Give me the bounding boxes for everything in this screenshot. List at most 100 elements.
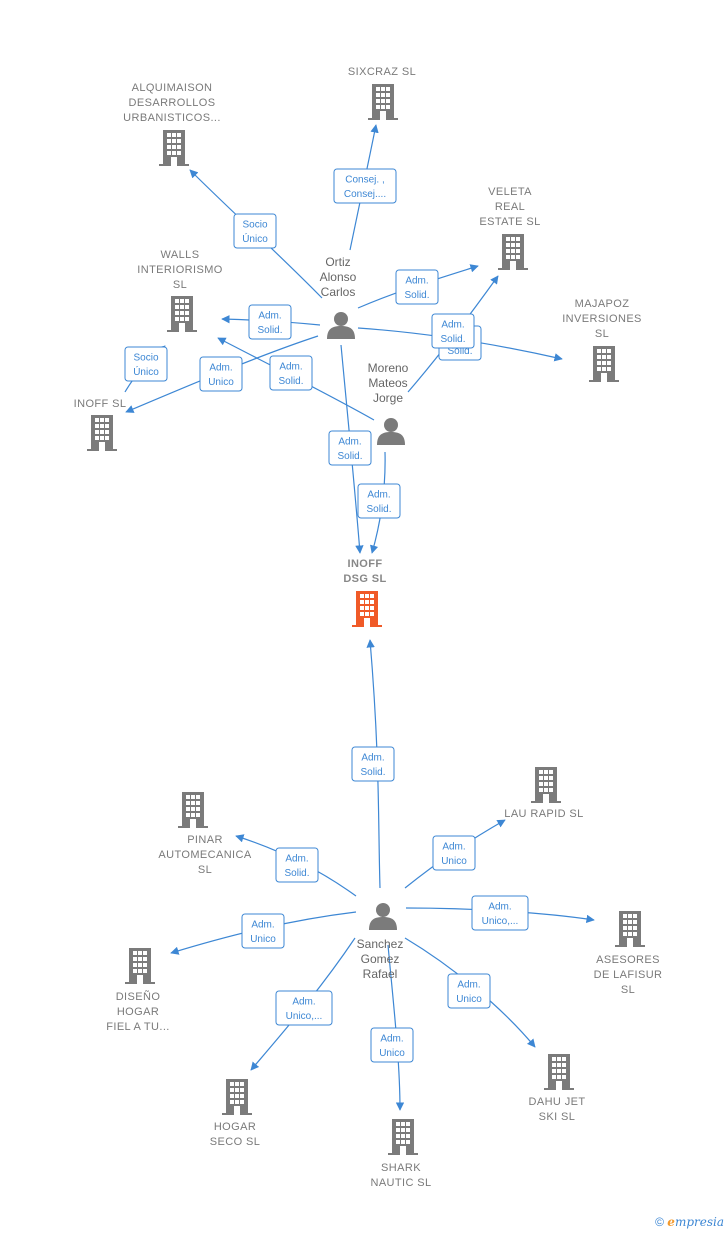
- company-label: ASESORES: [596, 954, 660, 966]
- company-node-sixcraz[interactable]: SIXCRAZ SL: [348, 66, 416, 120]
- relation-badge-moreno-walls[interactable]: Adm.Solid.: [269, 355, 313, 391]
- relation-badge-box: [275, 847, 319, 883]
- company-label: REAL: [495, 201, 525, 213]
- company-label: SL: [595, 328, 609, 340]
- company-node-inoff[interactable]: INOFF SL: [74, 398, 127, 451]
- relation-badge-text: Unico: [441, 856, 467, 867]
- empresia-logo-text: mpresia: [674, 1215, 724, 1229]
- relation-badge-sanchez-pinar[interactable]: Adm.Solid.: [275, 847, 319, 883]
- building-icon: [352, 591, 382, 627]
- company-label: INOFF SL: [74, 398, 127, 410]
- company-label: SKI SL: [539, 1111, 576, 1123]
- relation-badge-text: Adm.: [457, 979, 480, 990]
- person-label: Alonso: [320, 270, 357, 284]
- relation-badge-sanchez-laurapid[interactable]: Adm. Unico: [432, 835, 476, 871]
- building-icon: [125, 948, 155, 984]
- relation-badge-ortiz-walls[interactable]: Adm. Solid.: [248, 304, 292, 340]
- relation-badge-text: Adm.: [209, 362, 232, 373]
- relation-badge-box: [248, 304, 292, 340]
- relation-badge-box: [333, 168, 397, 204]
- company-label: SHARK: [381, 1162, 421, 1174]
- relation-badge-sanchez-hogar[interactable]: Adm.Unico,...: [275, 990, 333, 1026]
- relation-badge-sanchez-dahu[interactable]: Adm. Unico: [447, 973, 491, 1009]
- relation-badge-moreno-inoffdsg[interactable]: Adm.Solid.: [357, 483, 401, 519]
- building-icon: [368, 84, 398, 120]
- relation-badge-text: Consej. ,: [345, 174, 384, 185]
- building-icon: [178, 792, 208, 828]
- company-label: AUTOMECANICA: [158, 849, 251, 861]
- company-label: VELETA: [488, 186, 532, 198]
- company-label: INOFF: [348, 558, 383, 570]
- company-node-alquimaison[interactable]: ALQUIMAISONDESARROLLOSURBANISTICOS...: [123, 82, 221, 166]
- company-label: SECO SL: [210, 1136, 261, 1148]
- person-label: Carlos: [321, 285, 356, 299]
- relation-badge-text: Adm.: [367, 489, 390, 500]
- nodes-layer: SIXCRAZ SL ALQUIMAISONDESARROLLOSURBANIST…: [74, 66, 663, 1189]
- relation-badge-ortiz-inoffdsg[interactable]: Adm.Solid.: [328, 430, 372, 466]
- relation-badge-ortiz-veleta[interactable]: Adm.Solid.: [395, 269, 439, 305]
- relation-badge-text: Unico: [250, 934, 276, 945]
- relation-badge-box: [357, 483, 401, 519]
- company-node-dahu[interactable]: DAHU JET SKI SL: [529, 1054, 586, 1123]
- relation-badge-box: [233, 213, 277, 249]
- relation-badge-text: Adm.: [380, 1033, 403, 1044]
- company-label: DISEÑO: [116, 990, 161, 1003]
- building-icon: [222, 1079, 252, 1115]
- company-label: LAU RAPID SL: [504, 808, 583, 820]
- empresia-logo[interactable]: empresia: [667, 1215, 724, 1229]
- relation-badge-box: [432, 835, 476, 871]
- company-label: SL: [198, 864, 212, 876]
- relation-badge-text: Único: [242, 232, 268, 245]
- company-node-inoffdsg[interactable]: INOFF DSG SL: [343, 558, 386, 627]
- relation-badge-box: [431, 313, 475, 349]
- company-label: PINAR: [187, 834, 223, 846]
- relation-badge-box: [241, 913, 285, 949]
- relation-badge-text: Socio: [242, 219, 267, 230]
- copyright-symbol: ©: [655, 1215, 664, 1229]
- relation-badge-box: [269, 355, 313, 391]
- person-label: Moreno: [368, 361, 409, 375]
- relation-badge-text: Unico: [456, 994, 482, 1005]
- company-node-pinar[interactable]: PINAR AUTOMECANICA SL: [158, 792, 251, 876]
- relation-badge-ortiz-sixcraz[interactable]: Consej. ,Consej....: [333, 168, 397, 204]
- person-label: Jorge: [373, 391, 403, 405]
- company-label: DAHU JET: [529, 1096, 586, 1108]
- company-label: DSG SL: [343, 573, 386, 585]
- relation-badge-text: Adm.: [405, 275, 428, 286]
- relation-badge-text: Adm.: [292, 996, 315, 1007]
- relation-badge-sanchez-asesores[interactable]: Adm.Unico,...: [471, 895, 529, 931]
- relation-badge-text: Solid.: [257, 325, 282, 336]
- relation-badge-text: Adm.: [258, 310, 281, 321]
- company-label: HOGAR: [117, 1006, 159, 1018]
- building-icon: [544, 1054, 574, 1090]
- relation-badge-moreno-veleta[interactable]: Adm.Solid.: [431, 313, 475, 349]
- relation-badge-sanchez-shark[interactable]: Adm.Unico: [370, 1027, 414, 1063]
- relation-badge-text: Adm.: [442, 841, 465, 852]
- company-label: INVERSIONES: [562, 313, 642, 325]
- building-icon: [388, 1119, 418, 1155]
- relation-badge-box: [370, 1027, 414, 1063]
- company-label: SL: [621, 984, 635, 996]
- relation-badge-sanchez-diseno[interactable]: Adm.Unico: [241, 913, 285, 949]
- building-icon: [167, 296, 197, 332]
- company-label: SL: [173, 279, 187, 291]
- empresia-logo-initial: e: [667, 1215, 675, 1229]
- relation-badge-ortiz-inoff[interactable]: Adm.Unico: [199, 356, 243, 392]
- company-node-laurapid[interactable]: LAU RAPID SL: [504, 767, 583, 820]
- relation-badge-sanchez-inoffdsg[interactable]: Adm.Solid.: [351, 746, 395, 782]
- person-icon: [369, 903, 397, 930]
- relation-badges-layer: Consej. ,Consej....SocioÚnicoAdm.Solid.A…: [124, 168, 529, 1063]
- company-label: URBANISTICOS...: [123, 112, 221, 124]
